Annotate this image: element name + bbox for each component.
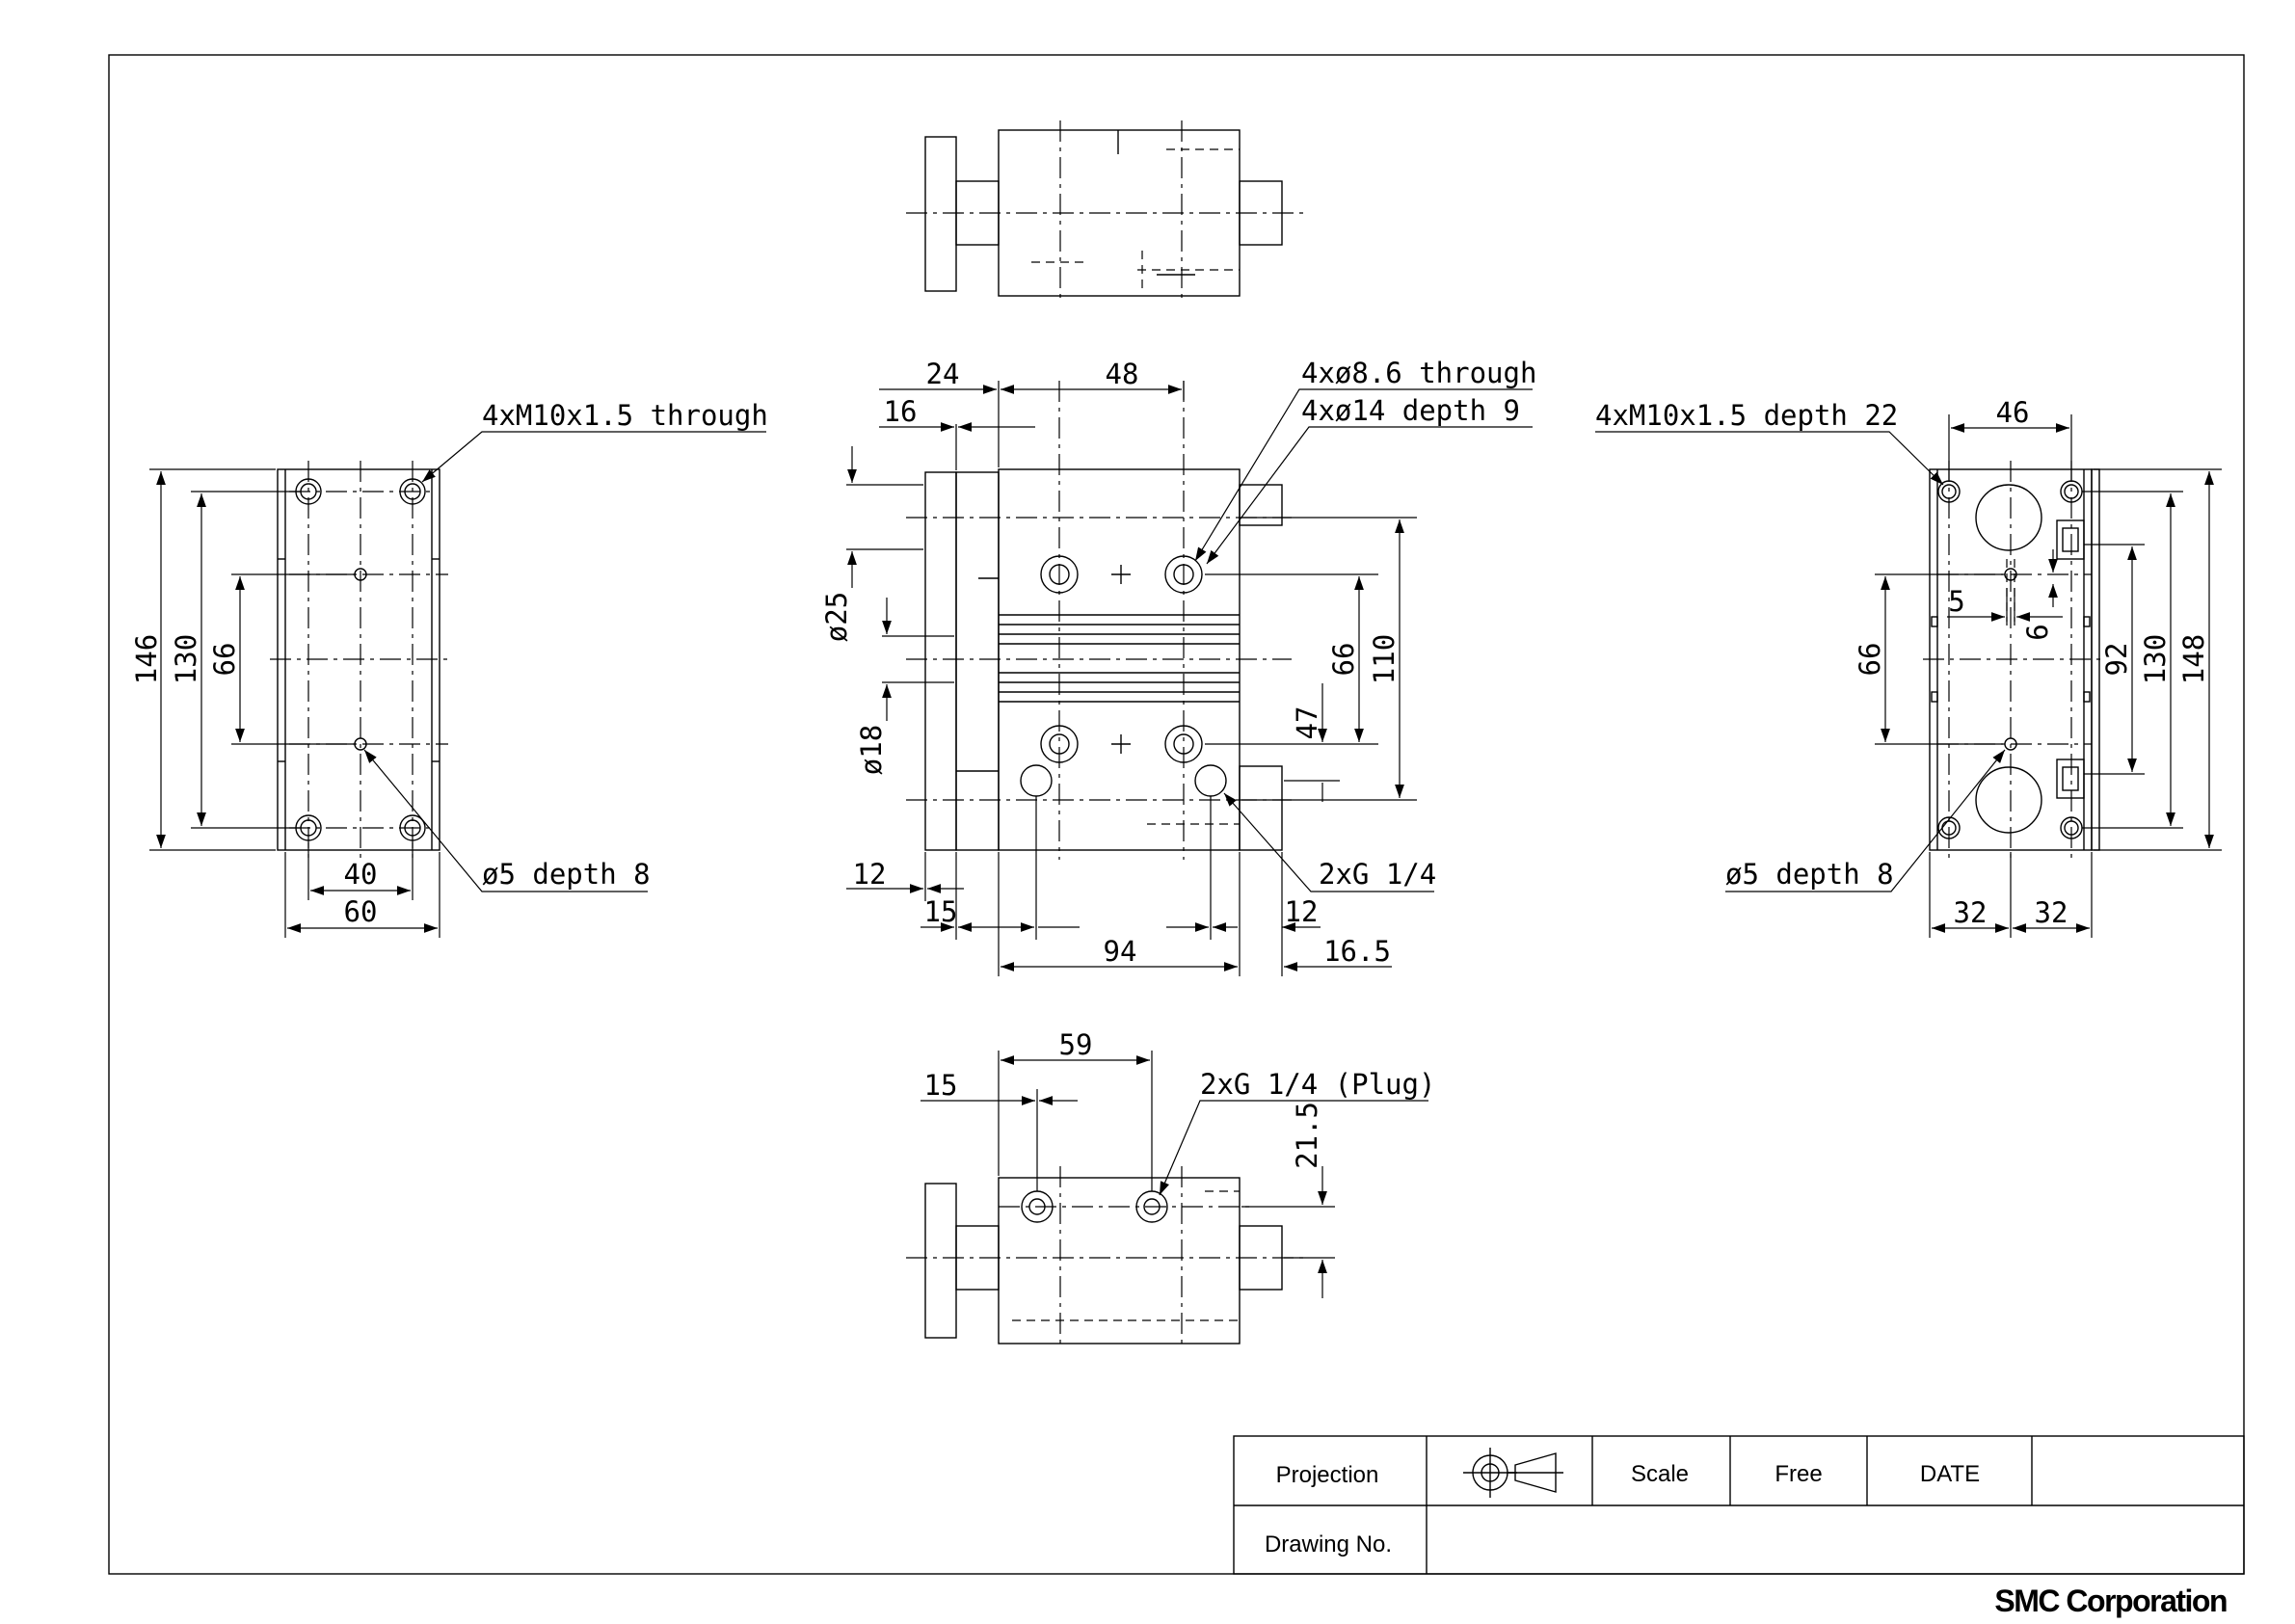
right-dim-92: 92: [2100, 643, 2133, 677]
front-dim-12a: 12: [853, 858, 887, 891]
right-dim-66: 66: [1854, 643, 1886, 677]
bottom-dim-59: 59: [1059, 1028, 1093, 1061]
left-dim-40: 40: [344, 858, 378, 891]
left-dim-146: 146: [130, 634, 163, 684]
front-dim-16-5: 16.5: [1323, 935, 1391, 968]
bottom-dim-15: 15: [924, 1069, 958, 1102]
left-callout-top: 4xM10x1.5 through: [482, 399, 768, 432]
front-callout-port: 2xG 1/4: [1319, 858, 1436, 891]
left-dim-130: 130: [170, 634, 202, 684]
right-dim-46: 46: [1996, 396, 2030, 429]
front-callout-depth: 4xø14 depth 9: [1301, 394, 1520, 427]
scale-label: Scale: [1631, 1461, 1689, 1487]
date-label: DATE: [1920, 1461, 1980, 1487]
front-dim-16: 16: [884, 395, 918, 428]
front-dim-47: 47: [1291, 706, 1323, 740]
third-angle-projection-icon: [1463, 1448, 1563, 1498]
right-dim-6: 6: [2021, 624, 2054, 640]
top-view: [906, 120, 1303, 304]
front-dim-24: 24: [926, 358, 960, 390]
right-callout-bottom: ø5 depth 8: [1725, 858, 1894, 891]
right-dim-148: 148: [2177, 634, 2210, 684]
front-dim-66: 66: [1327, 643, 1360, 677]
left-dim-60: 60: [344, 895, 378, 928]
front-dim-48: 48: [1106, 358, 1139, 390]
front-dim-d25: ø25: [820, 592, 853, 642]
left-callout-bottom: ø5 depth 8: [482, 858, 651, 891]
right-dim-130: 130: [2139, 634, 2172, 684]
front-dim-94: 94: [1104, 935, 1137, 968]
right-dim-32b: 32: [2035, 896, 2068, 929]
left-view: [149, 432, 766, 938]
front-dim-110: 110: [1368, 634, 1401, 684]
front-dim-15: 15: [924, 895, 958, 928]
drawing-border: [109, 55, 2244, 1574]
left-dim-66: 66: [208, 643, 241, 677]
right-dim-5: 5: [1948, 585, 1964, 618]
bottom-dim-21-5: 21.5: [1291, 1102, 1323, 1169]
right-dim-32a: 32: [1954, 896, 1988, 929]
scale-value: Free: [1775, 1461, 1822, 1487]
brand-logo: SMC Corporation: [1994, 1584, 2227, 1618]
front-dim-d18: ø18: [855, 725, 888, 775]
front-dim-12b: 12: [1285, 895, 1319, 928]
projection-label: Projection: [1276, 1462, 1379, 1488]
right-callout-top: 4xM10x1.5 depth 22: [1595, 399, 1898, 432]
front-callout-through: 4xø8.6 through: [1301, 357, 1536, 389]
drawing-no-label: Drawing No.: [1265, 1531, 1392, 1557]
bottom-callout-plug: 2xG 1/4 (Plug): [1200, 1068, 1435, 1101]
